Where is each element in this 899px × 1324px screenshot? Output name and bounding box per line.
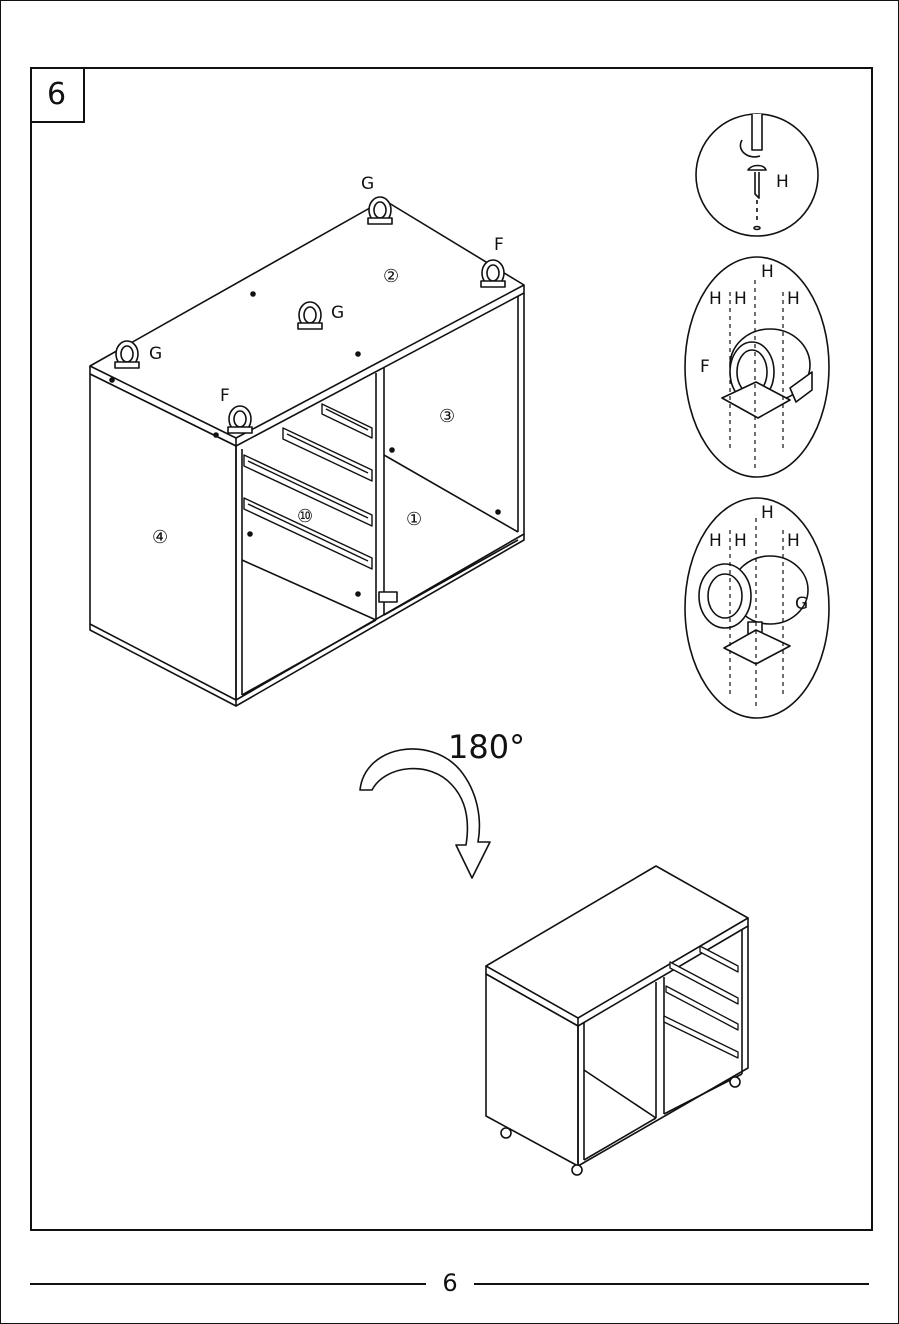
panel-10-label: ⑩ — [297, 506, 313, 527]
caster-f-front — [228, 406, 252, 433]
screw-label-g-1: H — [761, 503, 774, 523]
footer-rule-right — [474, 1283, 869, 1285]
caster-g-left — [115, 341, 139, 368]
label-f-front: F — [220, 386, 230, 406]
caster-g-back — [368, 197, 392, 224]
screw-label-g-4: H — [787, 531, 800, 551]
caster-f-right — [481, 260, 505, 287]
label-g-center: G — [331, 303, 344, 323]
caster-g-detail-label: G — [795, 594, 808, 614]
screw-label-f-2: H — [709, 289, 722, 309]
caster-f-detail-label: F — [700, 357, 710, 377]
screw-label-f-4: H — [787, 289, 800, 309]
label-g-left: G — [149, 344, 162, 364]
page-number: 6 — [430, 1266, 470, 1300]
upright-cabinet — [486, 866, 748, 1175]
panel-2-label: ② — [383, 266, 399, 287]
panel-3-label: ③ — [439, 406, 455, 427]
panel-4-label: ④ — [152, 527, 168, 548]
screw-label-detail1: H — [776, 172, 789, 192]
label-g-back: G — [361, 174, 374, 194]
screw-label-f-3: H — [734, 289, 747, 309]
screw-label-f-1: H — [761, 262, 774, 282]
rotation-arrow — [360, 749, 490, 878]
caster-g-center — [298, 302, 322, 329]
panel-1-label: ① — [406, 509, 422, 530]
screw-label-g-3: H — [734, 531, 747, 551]
label-f-right: F — [494, 235, 504, 255]
footer-rule-left — [30, 1283, 426, 1285]
upside-down-cabinet — [90, 197, 524, 706]
detail-screwdriver — [696, 114, 818, 236]
screw-label-g-2: H — [709, 531, 722, 551]
rotation-label: 180° — [448, 728, 525, 766]
